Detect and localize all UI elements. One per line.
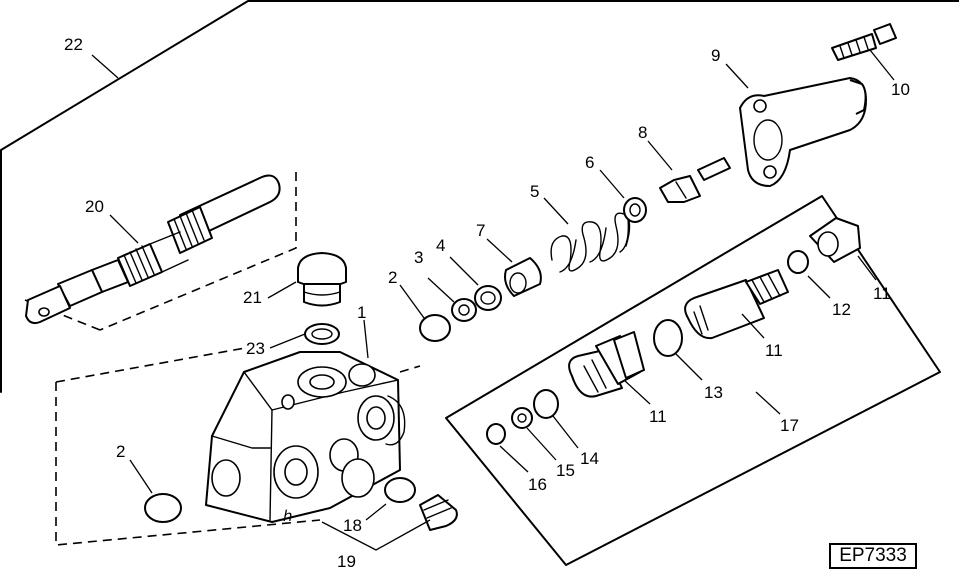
callout-22: 22 (64, 35, 83, 54)
cable-rod-assembly (25, 174, 281, 325)
callout-18: 18 (343, 516, 362, 535)
callout-8: 8 (638, 123, 647, 142)
o-ring-2-left (144, 493, 182, 523)
callout-23: 23 (246, 339, 265, 358)
callout-11-lower: 11 (649, 407, 667, 426)
callout-4: 4 (436, 236, 445, 255)
o-ring-14 (533, 389, 559, 419)
pin-8 (659, 157, 731, 203)
svg-text:ℎ: ℎ (283, 508, 293, 525)
callout-7: 7 (476, 221, 485, 240)
callout-20: 20 (85, 197, 104, 216)
assembly-frame-22 (0, 0, 959, 393)
callout-2-left: 2 (116, 442, 125, 461)
spring-5 (550, 212, 631, 273)
figure-id-label: EP7333 (829, 543, 917, 569)
washer-3 (451, 298, 477, 322)
callout-16: 16 (528, 475, 547, 494)
callout-5: 5 (530, 182, 539, 201)
callout-13: 13 (704, 383, 723, 402)
callout-11-right: 11 (873, 284, 891, 303)
callout-17: 17 (780, 416, 799, 435)
o-ring-18 (384, 477, 416, 503)
plug-21 (297, 252, 347, 307)
callout-2-upper: 2 (388, 268, 397, 287)
nut-11-right (809, 217, 861, 263)
o-ring-16 (486, 423, 506, 445)
plug-19 (419, 494, 458, 531)
callout-15: 15 (556, 461, 575, 480)
kit-frame-17 (445, 195, 941, 566)
callout-14: 14 (580, 449, 599, 468)
o-ring-13 (653, 319, 683, 357)
callout-12: 12 (832, 300, 851, 319)
callout-21: 21 (243, 288, 262, 307)
washer-15 (511, 407, 533, 429)
o-ring-12 (787, 250, 809, 274)
callout-9: 9 (711, 46, 720, 65)
callout-6: 6 (585, 153, 594, 172)
ring-4 (474, 285, 502, 311)
washer-23 (304, 323, 340, 345)
washer-6 (623, 197, 647, 223)
cartridge-11-lower (568, 331, 645, 398)
callout-11-middle: 11 (765, 341, 783, 360)
dashed-box-valve (55, 347, 421, 546)
sleeve-11-middle (684, 269, 789, 340)
leader-lines (91, 49, 895, 551)
bolt-10 (831, 23, 897, 61)
actuator-housing-9 (739, 77, 867, 187)
callout-19: 19 (337, 552, 356, 571)
valve-body: ℎ (205, 351, 406, 525)
callout-1: 1 (357, 303, 366, 322)
o-ring-2-upper (419, 314, 451, 342)
collar-7 (504, 257, 542, 297)
callout-10: 10 (891, 80, 910, 99)
callout-3: 3 (414, 248, 423, 267)
